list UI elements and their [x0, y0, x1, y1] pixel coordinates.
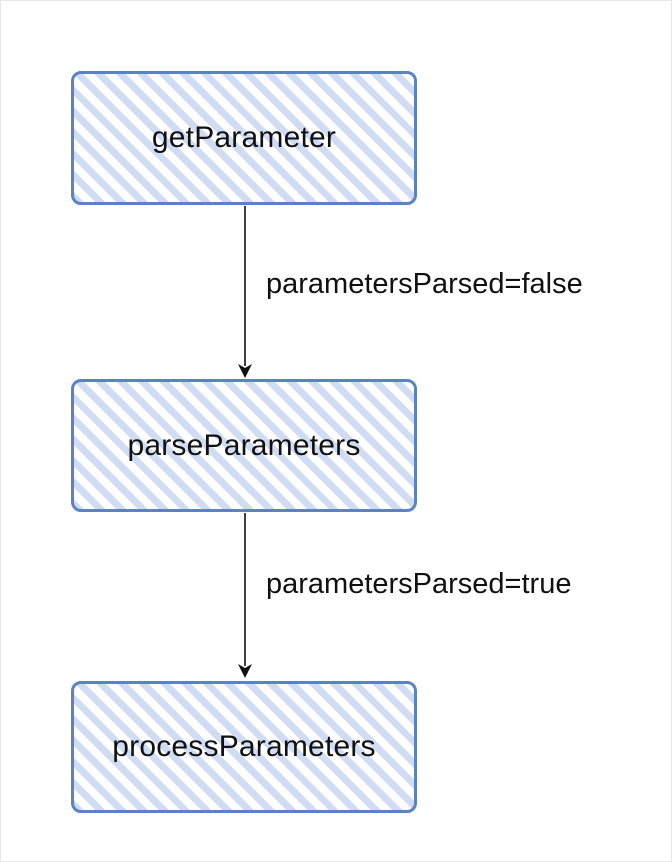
arrowhead-icon — [238, 664, 252, 678]
node-processparameters[interactable]: processParameters — [71, 681, 417, 813]
arrowhead-icon — [238, 364, 252, 378]
edge-getparameter-to-parseparameters — [238, 206, 252, 378]
node-label: getParameter — [151, 121, 337, 154]
edge-label-parameters-parsed-false: parametersParsed=false — [266, 268, 583, 300]
node-label: processParameters — [112, 730, 376, 763]
node-getparameter[interactable]: getParameter — [71, 71, 417, 205]
node-parseparameters[interactable]: parseParameters — [71, 379, 417, 512]
node-label: parseParameters — [127, 428, 361, 462]
edge-label-parameters-parsed-true: parametersParsed=true — [266, 568, 572, 600]
edge-parseparameters-to-processparameters — [238, 513, 252, 678]
